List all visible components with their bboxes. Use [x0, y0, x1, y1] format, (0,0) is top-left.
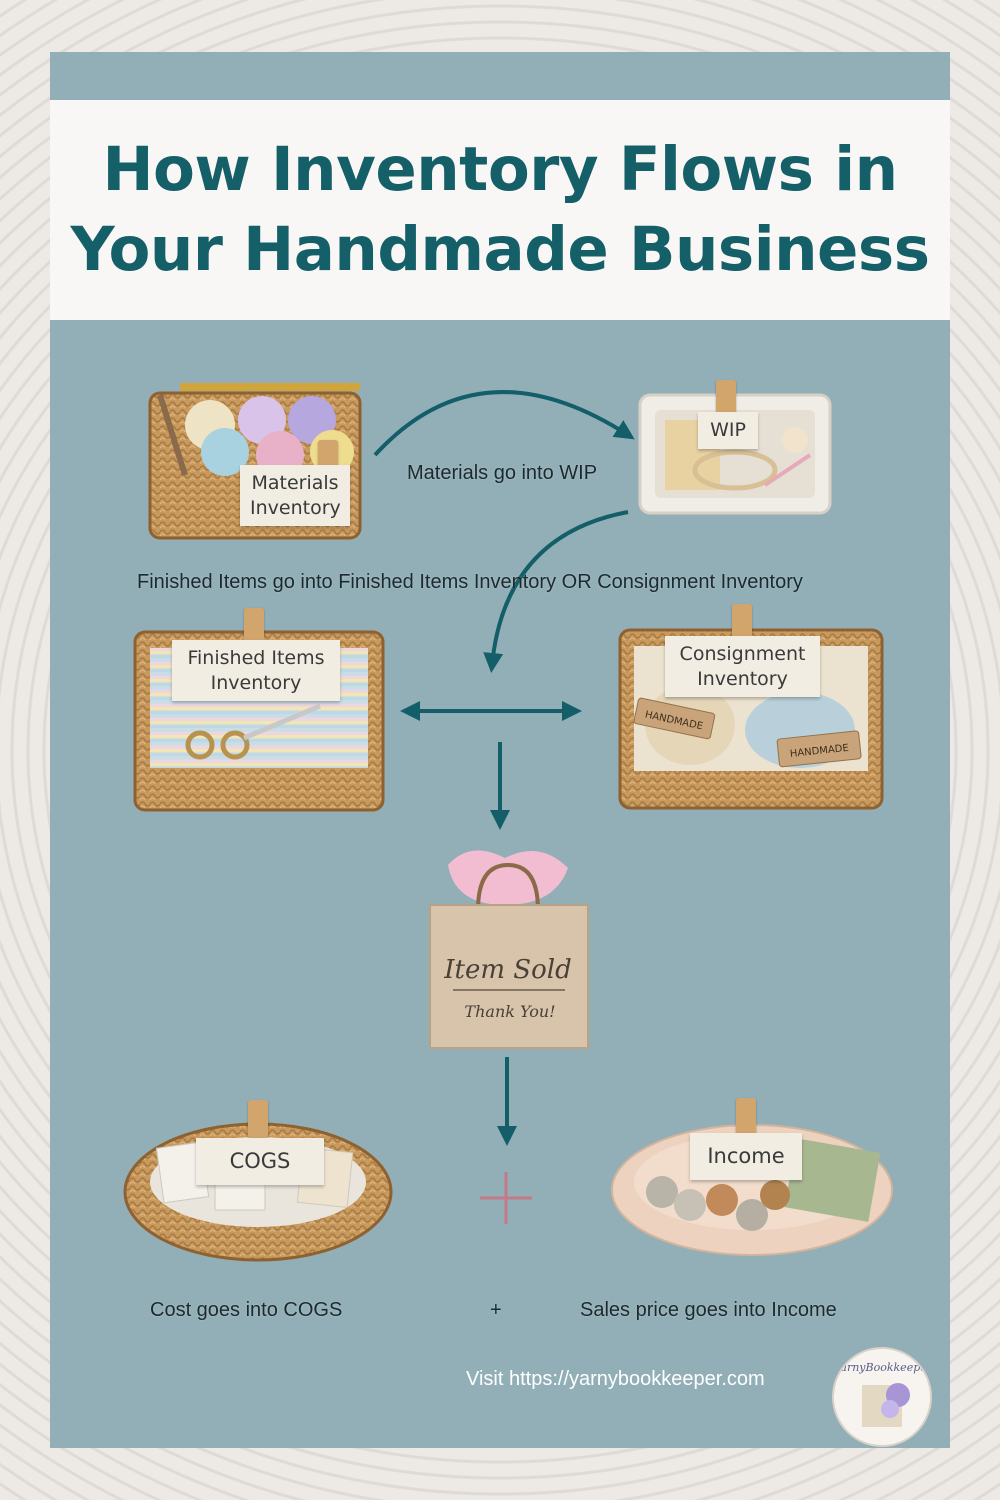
clip-cogs [248, 1100, 268, 1138]
caption-sales: Sales price goes into Income [580, 1299, 837, 1321]
cogs-label: COGS [196, 1138, 324, 1186]
consignment-inventory-label: Consignment Inventory [665, 636, 820, 698]
item-sold-bag-illustration: Item Sold Thank You! [429, 850, 589, 1049]
arrow-wip-to-finished [483, 510, 629, 673]
logo-wordmark: YarnyBookkeeper [834, 1361, 932, 1374]
title-banner: How Inventory Flows in Your Handmade Bus… [50, 100, 950, 320]
item-sold-label: Item Sold [443, 955, 571, 985]
caption-cost: Cost goes into COGS [150, 1299, 343, 1321]
caption-wip-to-finished: Finished Items go into Finished Items In… [137, 571, 803, 593]
caption-materials-to-wip: Materials go into WIP [407, 462, 598, 484]
materials-inventory-label: Materials Inventory [240, 465, 350, 527]
wip-tray-illustration [638, 393, 832, 515]
finished-items-inventory-label: Finished Items Inventory [172, 640, 340, 702]
clip-income [736, 1098, 756, 1136]
clip-finished [244, 608, 264, 646]
website-link[interactable]: Visit https://yarnybookkeeper.com [466, 1368, 765, 1390]
caption-plus: + [490, 1299, 502, 1321]
title-line-1: How Inventory Flows in [102, 134, 898, 205]
wip-label: WIP [698, 412, 758, 449]
income-dish-illustration [611, 1124, 893, 1256]
clip-wip [716, 380, 736, 418]
plus-icon [480, 1172, 532, 1224]
clip-consignment [732, 604, 752, 642]
income-label: Income [690, 1133, 802, 1181]
arrow-materials-to-wip [373, 390, 635, 457]
yarny-bookkeeper-logo: YarnyBookkeeper [832, 1347, 932, 1447]
thank-you-label: Thank You! [464, 1002, 555, 1021]
title-line-2: Your Handmade Business [70, 214, 930, 285]
